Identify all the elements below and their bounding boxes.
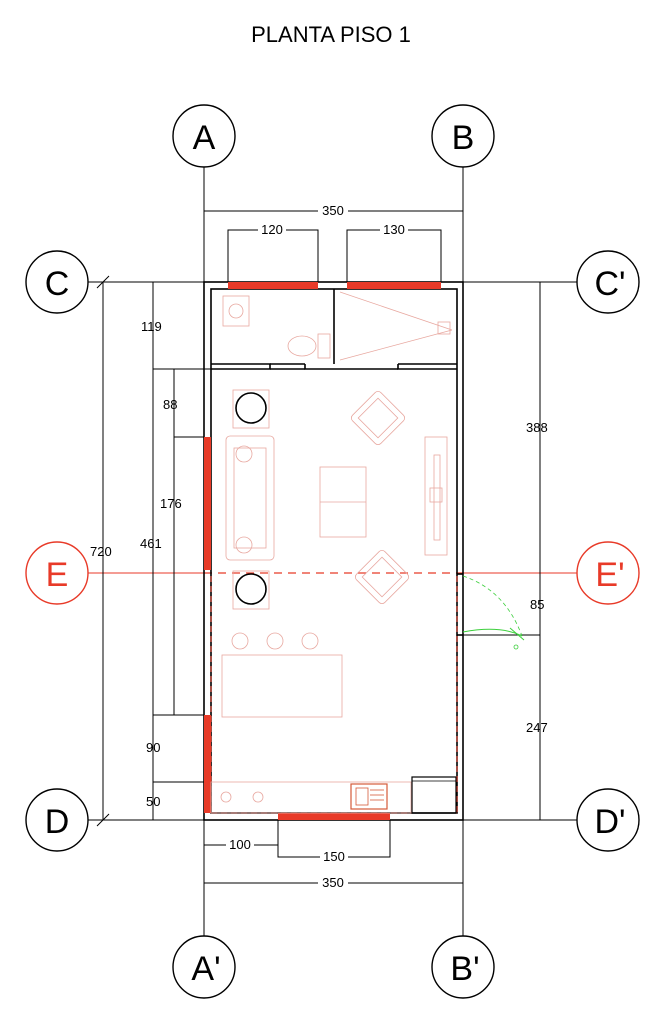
- stool: [266, 632, 284, 650]
- armchair-upper: [350, 390, 406, 446]
- grid-label-d: D: [45, 803, 70, 841]
- dim-top-window-left: 120: [261, 222, 283, 237]
- grid-bubble-a-prime: A': [172, 935, 236, 999]
- furniture: [210, 291, 457, 814]
- dimension-labels: 350 120 130 720 461 119 88 176 90 50 388…: [90, 203, 548, 891]
- dim-bottom-offset: 100: [229, 837, 251, 852]
- armchair-lower: [354, 549, 410, 605]
- stool: [231, 632, 249, 650]
- dim-right-lower: 247: [526, 720, 548, 735]
- stool: [301, 632, 319, 650]
- dimension-lines: [96, 210, 541, 884]
- grid-label-a: A: [193, 119, 216, 157]
- grid-label-d-prime: D': [594, 803, 625, 841]
- shower: [339, 291, 453, 331]
- tv-unit: [424, 436, 448, 556]
- grid-bubble-d: D: [25, 788, 89, 852]
- grid-bubble-e: E: [25, 541, 89, 605]
- lamp-upper: [232, 389, 270, 429]
- lamp-lower: [232, 570, 270, 610]
- toilet: [317, 333, 331, 359]
- grid-bubble-e-prime: E': [576, 541, 640, 605]
- grid-bubble-c: C: [25, 250, 89, 314]
- grid-label-e-prime: E': [595, 556, 624, 594]
- bathroom-sink: [222, 295, 250, 327]
- sofa: [225, 435, 275, 561]
- fridge: [411, 776, 457, 814]
- grid-bubble-c-prime: C': [576, 250, 640, 314]
- grid-bubble-a: A: [172, 104, 236, 168]
- dim-right-door: 85: [530, 597, 544, 612]
- grid-label-b-prime: B': [450, 950, 479, 988]
- grid-bubble-d-prime: D': [576, 788, 640, 852]
- dim-left-gap: 88: [163, 397, 177, 412]
- grid-bubble-b-prime: B': [431, 935, 495, 999]
- entry-door-swing: [462, 575, 525, 650]
- grid-label-c-prime: C': [594, 265, 625, 303]
- dim-top-total: 350: [322, 203, 344, 218]
- window-markers: [204, 282, 458, 820]
- dim-bottom-total: 350: [322, 875, 344, 890]
- grid-label-b: B: [452, 119, 475, 157]
- dim-right-upper: 388: [526, 420, 548, 435]
- dim-left-total: 720: [90, 544, 112, 559]
- grid-label-a-prime: A': [191, 950, 220, 988]
- dim-left-lower-window: 90: [146, 740, 160, 755]
- dim-left-window: 176: [160, 496, 182, 511]
- grid-label-e: E: [46, 556, 69, 594]
- dim-top-window-right: 130: [383, 222, 405, 237]
- kitchen-island: [221, 654, 343, 718]
- dim-bottom-window: 150: [323, 849, 345, 864]
- grid-bubble-b: B: [431, 104, 495, 168]
- grid-label-c: C: [45, 265, 70, 303]
- plan-title: PLANTA PISO 1: [251, 22, 411, 47]
- dim-left-bath: 119: [141, 319, 162, 334]
- kitchen-sink: [350, 783, 388, 810]
- dim-left-bottom: 50: [146, 794, 160, 809]
- exterior-walls: [203, 281, 464, 821]
- dim-left-upper: 461: [140, 536, 162, 551]
- kitchen-counter: [210, 781, 412, 814]
